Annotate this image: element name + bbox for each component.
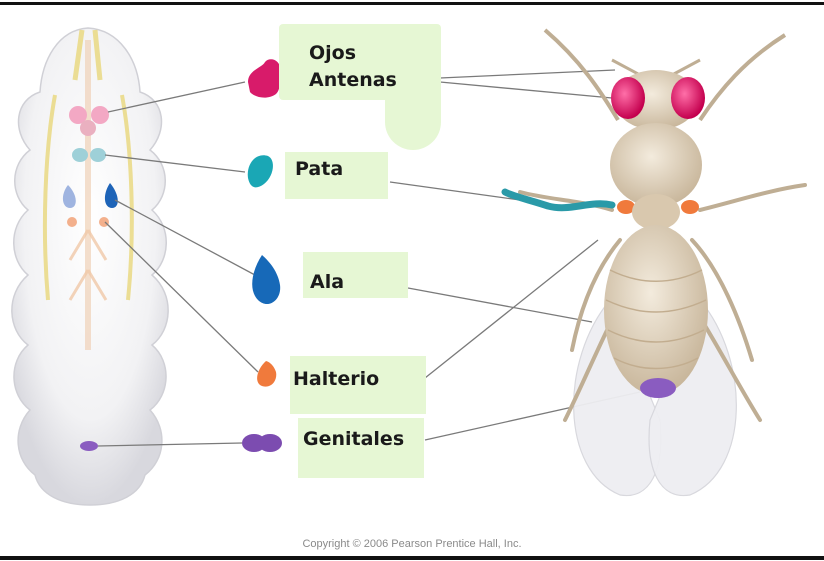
label-halterio: Halterio [293,367,379,391]
label-antenas: Antenas [309,68,397,92]
haltere-disc-icon [257,361,276,387]
label-genitales: Genitales [303,427,404,451]
larva [12,28,168,505]
adult-fly [505,30,805,496]
copyright-notice: Copyright © 2006 Pearson Prentice Hall, … [0,538,824,550]
fly-right-eye [671,77,705,119]
larva-genital-disc [80,441,98,451]
fly-genitalia [640,378,676,398]
label-ojos: Ojos [309,41,356,65]
leg-disc-icon [248,155,273,187]
label-ala: Ala [310,270,344,294]
label-pata: Pata [295,157,343,181]
genital-disc-icon [242,434,282,452]
fly-right-haltere [681,200,699,214]
bottom-border [0,556,824,560]
wing-disc-icon [252,255,280,304]
eye-antenna-disc-icon [248,59,280,97]
fly-left-eye [611,77,645,119]
